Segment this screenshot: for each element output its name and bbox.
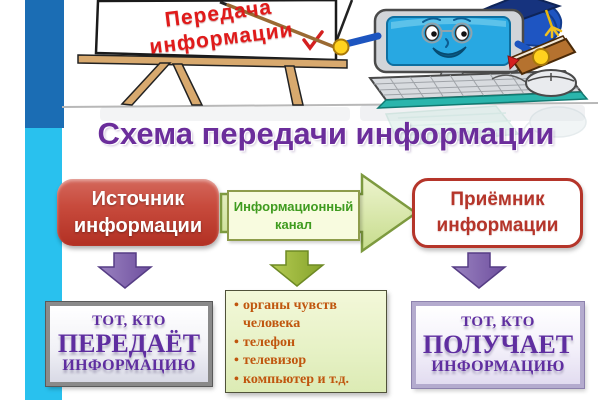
down-arrow-left [96,252,154,289]
channel-label: Информационный канал [227,190,360,241]
source-line2: информации [73,214,203,237]
easel-reflection [100,107,350,121]
receiver-detail-line2: ПОЛУЧАЕТ [422,329,574,359]
channel-examples-box: органы чувств человекателефонтелевизорко… [225,290,387,393]
pointer-stick-icon [226,3,344,52]
sender-line2: ПЕРЕДАЁТ [57,328,201,358]
screen-face-icon [421,17,473,58]
easel-tray [77,54,348,69]
mouse-icon [491,69,577,97]
bookmark-icon [507,55,520,71]
right-glove-icon [532,48,550,66]
receiver-box: Приёмник информации [412,178,583,248]
computer-character [332,8,589,109]
easel-leg-right [284,65,304,106]
list-item: компьютер и т.д. [234,371,382,390]
left-arm [342,32,382,48]
channel-line1: Информационный [233,198,354,214]
sender-line1: ТОТ, КТО [92,312,166,329]
channel-line2: канал [274,216,313,232]
tassel-icon [544,25,563,39]
ghost-devices [384,105,587,147]
page-title: Схема передачи информации [97,116,555,151]
receiver-line1: Приёмник [450,189,545,211]
floor-line [61,102,599,108]
list-item: органы чувств человека [234,297,382,334]
easel-leg-left [120,62,172,106]
book-icon [507,35,577,76]
channel-examples-list: органы чувств человекателефонтелевизорко… [234,297,382,390]
checkmark-icon [302,30,324,51]
receiver-line2: информации [436,215,559,236]
receiver-detail-box: ТОТ, КТО ПОЛУЧАЕТ ИНФОРМАЦИЮ [412,302,584,388]
receiver-detail-line3: ИНФОРМАЦИЮ [431,358,565,376]
list-item: телевизор [234,352,382,371]
ghost-keyboard-icon [384,105,520,147]
down-arrow-middle [268,250,326,287]
sender-line3: ИНФОРМАЦИЮ [62,357,196,375]
top-illustration [61,0,599,121]
receiver-detail-line1: ТОТ, КТО [461,313,535,330]
down-arrow-right [450,252,508,289]
list-item: телефон [234,334,382,353]
computer-reflection [360,105,585,121]
purple-down-arrow-icon [96,252,154,289]
keyboard-tray [376,91,589,109]
left-glove-icon [332,38,350,56]
green-down-arrow-icon [268,250,326,287]
ghost-mouse-icon [529,106,587,138]
purple-down-arrow-icon [450,252,508,289]
easel-leg-middle [171,63,204,106]
left-stripe-top [25,0,64,128]
source-box: Источник информации [57,179,219,246]
source-line1: Источник [91,187,185,210]
sender-detail-box: ТОТ, КТО ПЕРЕДАЁТ ИНФОРМАЦИЮ [46,302,212,386]
